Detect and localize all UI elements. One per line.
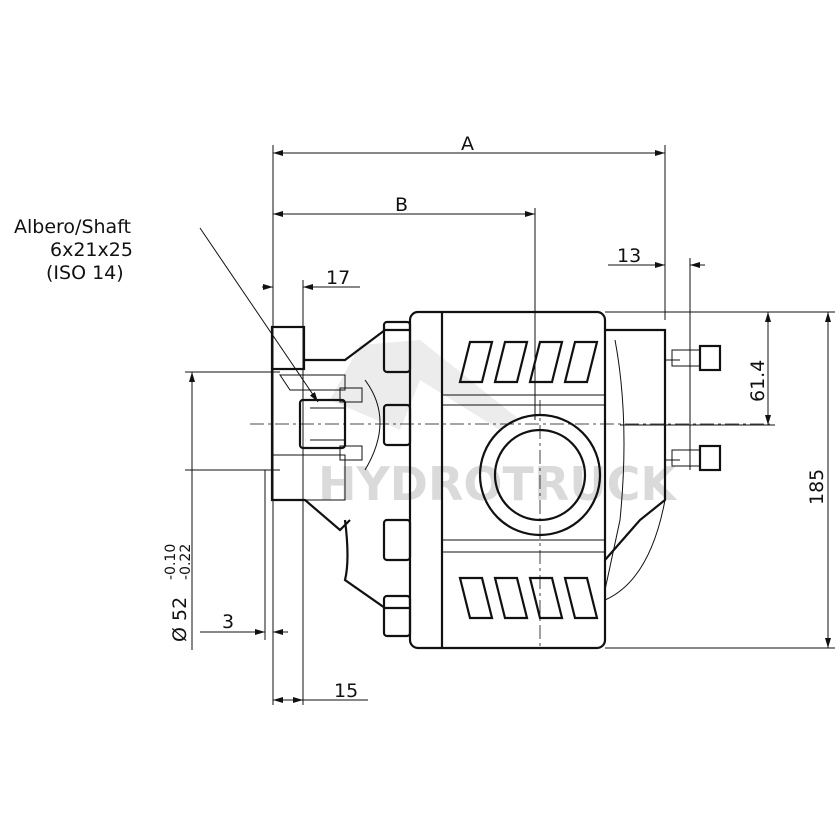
shaft-label-line2: 6x21x25 [50, 239, 133, 261]
cooling-slots-top [458, 340, 599, 384]
dim-diameter-label: Ø 52 [169, 597, 191, 642]
dim-185-label: 185 [806, 469, 828, 505]
shaft-label-line1: Albero/Shaft [14, 216, 131, 238]
dim-15-label: 15 [334, 680, 358, 702]
dim-3-label: 3 [222, 611, 234, 633]
watermark: HYDROTRUCK [318, 340, 678, 511]
shaft-label-line3: (ISO 14) [46, 262, 124, 284]
dim-13-label: 13 [617, 245, 641, 267]
center-lines [250, 400, 770, 650]
watermark-text: HYDROTRUCK [318, 457, 678, 511]
cooling-slots-bottom [458, 576, 599, 620]
dim-61-4-label: 61.4 [747, 360, 769, 402]
dim-17-label: 17 [326, 267, 350, 289]
dimension-lines [189, 150, 831, 703]
dim-b-label: B [395, 194, 408, 216]
stud-bolts [671, 344, 722, 472]
tolerance-lower: -0.22 [178, 544, 194, 580]
dim-a-label: A [461, 133, 474, 155]
tolerance-upper: -0.10 [163, 544, 179, 580]
